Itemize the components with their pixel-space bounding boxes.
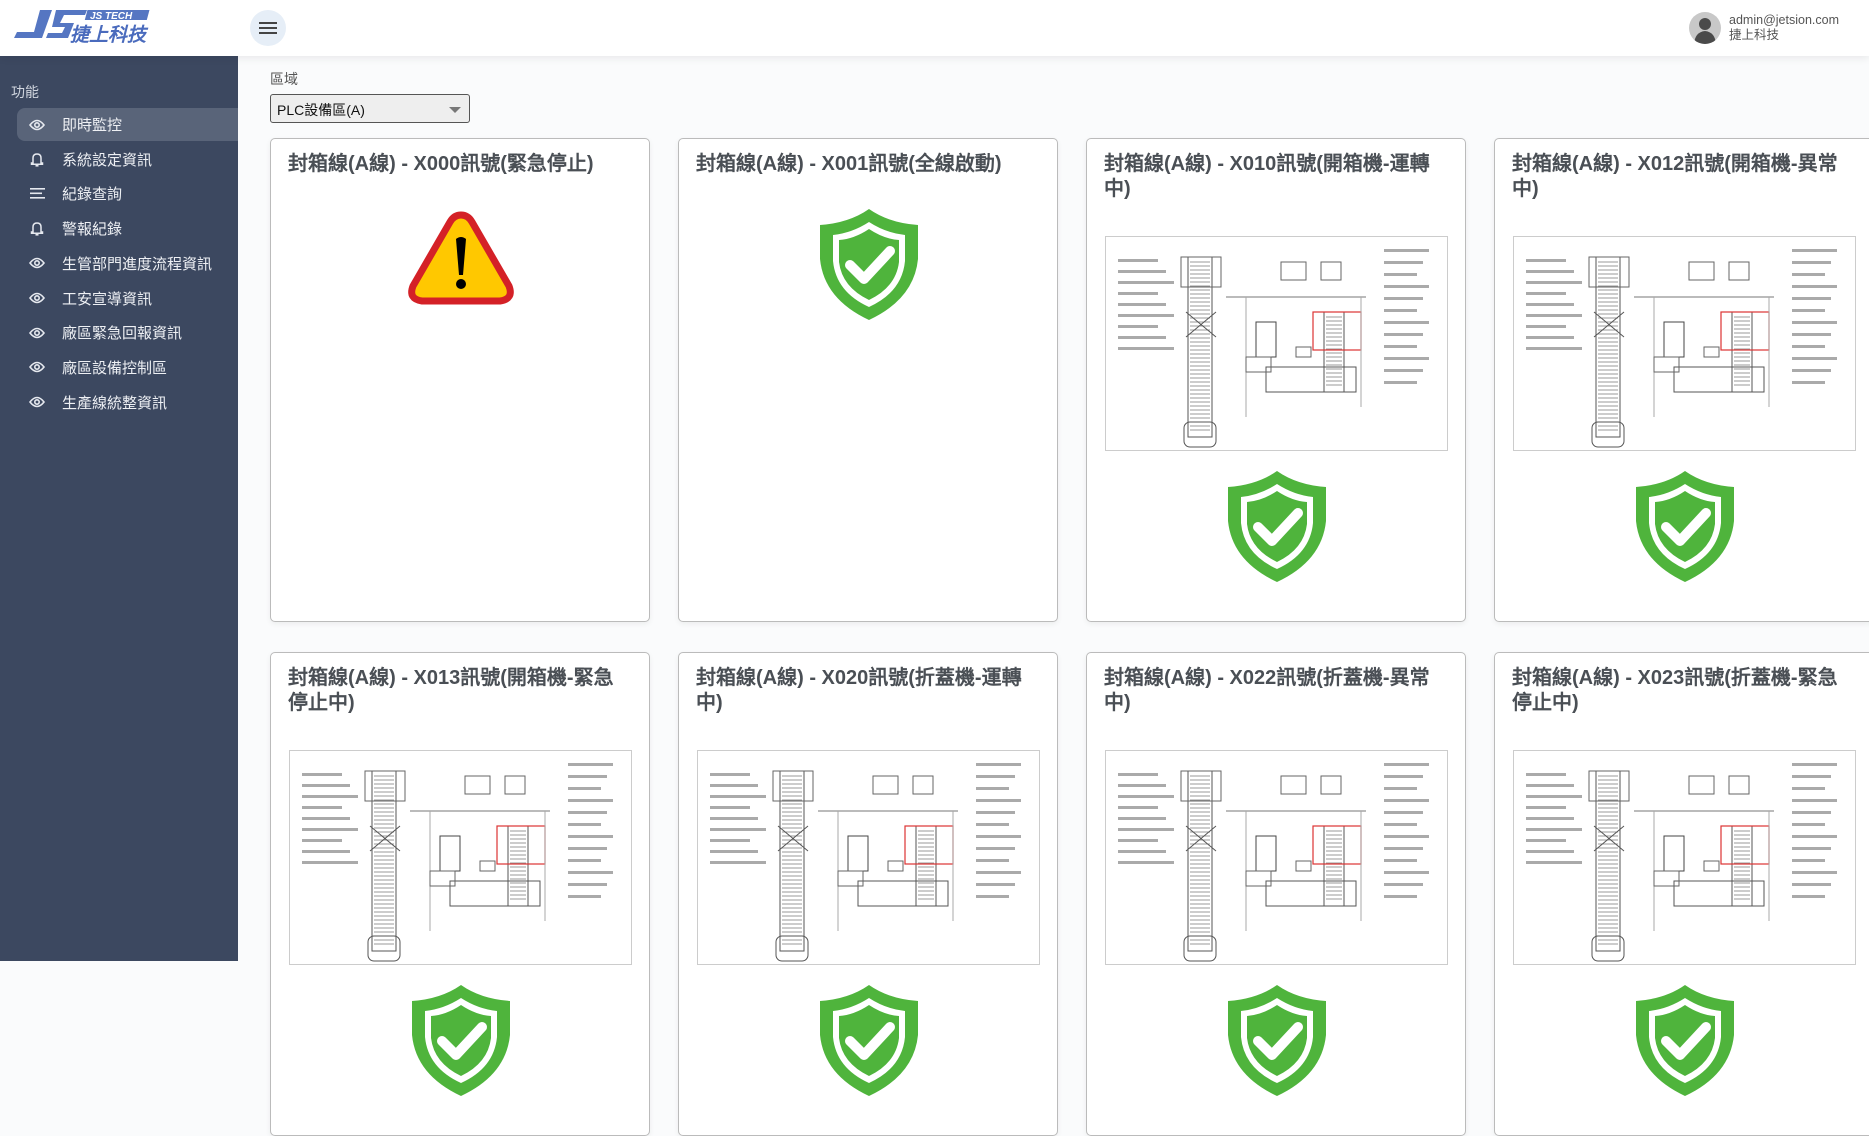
warning-icon — [406, 209, 516, 324]
signal-card[interactable]: 封箱線(A線) - X010訊號(開箱機-運轉中) — [1086, 138, 1466, 622]
card-title: 封箱線(A線) - X013訊號(開箱機-緊急停止中) — [288, 667, 614, 714]
sidebar-section-title: 功能 — [11, 84, 39, 100]
shield-check-icon — [814, 207, 924, 322]
sidebar-item-label: 廠區設備控制區 — [62, 359, 168, 377]
card-title: 封箱線(A線) - X010訊號(開箱機-運轉中) — [1104, 153, 1430, 200]
list-icon — [27, 184, 47, 204]
eye-icon — [27, 253, 47, 273]
main-content: 區域 PLC設備區(A) 封箱線(A線) - X000訊號(緊急停止) 封箱線(A… — [238, 56, 1869, 1136]
sidebar-item-label: 生管部門進度流程資訊 — [62, 255, 213, 273]
signal-card[interactable]: 封箱線(A線) - X022訊號(折蓋機-異常中) — [1086, 652, 1466, 1136]
bell-icon — [27, 219, 47, 239]
card-title: 封箱線(A線) - X023訊號(折蓋機-緊急停止中) — [1512, 667, 1838, 714]
sidebar: 功能 即時監控系統設定資訊紀錄查詢警報紀錄生管部門進度流程資訊工安宣導資訊廠區緊… — [0, 56, 238, 961]
sidebar-item-5[interactable]: 工安宣導資訊 — [17, 282, 238, 315]
eye-icon — [27, 323, 47, 343]
line-layout-diagram — [1513, 236, 1856, 451]
signal-card[interactable]: 封箱線(A線) - X020訊號(折蓋機-運轉中) — [678, 652, 1058, 1136]
line-layout-diagram — [1105, 750, 1448, 965]
company-logo[interactable]: JS TECH 捷上科技 — [12, 8, 152, 44]
sidebar-item-label: 即時監控 — [62, 117, 123, 134]
card-title: 封箱線(A線) - X000訊號(緊急停止) — [288, 153, 594, 175]
user-company: 捷上科技 — [1729, 28, 1780, 42]
sidebar-item-label: 紀錄查詢 — [62, 186, 123, 204]
shield-check-icon — [1222, 469, 1332, 584]
line-layout-diagram — [289, 750, 632, 965]
bell-icon — [27, 149, 47, 169]
sidebar-item-3[interactable]: 警報紀錄 — [17, 212, 238, 245]
sidebar-item-label: 系統設定資訊 — [62, 151, 153, 169]
user-email: admin@jetsion.com — [1729, 13, 1839, 27]
menu-toggle-button[interactable] — [250, 10, 286, 46]
line-layout-diagram — [1105, 236, 1448, 451]
area-select-value: PLC設備區(A) — [277, 102, 365, 118]
top-header: JS TECH 捷上科技 admin@jetsion.com 捷上科技 — [0, 0, 1869, 56]
signal-card[interactable]: 封箱線(A線) - X012訊號(開箱機-異常中) — [1494, 138, 1869, 622]
hamburger-icon — [259, 22, 277, 34]
sidebar-item-8[interactable]: 生產線統整資訊 — [17, 386, 238, 419]
signal-card[interactable]: 封箱線(A線) - X001訊號(全線啟動) — [678, 138, 1058, 622]
card-title: 封箱線(A線) - X012訊號(開箱機-異常中) — [1512, 153, 1838, 200]
line-layout-diagram — [1513, 750, 1856, 965]
shield-check-icon — [814, 983, 924, 1098]
shield-check-icon — [1222, 983, 1332, 1098]
signal-card[interactable]: 封箱線(A線) - X023訊號(折蓋機-緊急停止中) — [1494, 652, 1869, 1136]
signal-card[interactable]: 封箱線(A線) - X013訊號(開箱機-緊急停止中) — [270, 652, 650, 1136]
sidebar-item-0[interactable]: 即時監控 — [17, 108, 238, 141]
sidebar-item-4[interactable]: 生管部門進度流程資訊 — [17, 247, 238, 280]
area-label: 區域 — [270, 71, 298, 87]
card-title: 封箱線(A線) - X020訊號(折蓋機-運轉中) — [696, 667, 1022, 714]
svg-text:捷上科技: 捷上科技 — [70, 24, 149, 44]
sidebar-item-label: 廠區緊急回報資訊 — [62, 325, 183, 343]
svg-text:JS TECH: JS TECH — [90, 11, 133, 22]
area-select[interactable]: PLC設備區(A) — [270, 94, 470, 123]
shield-check-icon — [1630, 983, 1740, 1098]
eye-icon — [27, 115, 47, 135]
eye-icon — [27, 288, 47, 308]
chevron-down-icon — [449, 107, 461, 113]
sidebar-item-2[interactable]: 紀錄查詢 — [17, 177, 238, 210]
sidebar-item-label: 警報紀錄 — [62, 221, 123, 239]
card-title: 封箱線(A線) - X022訊號(折蓋機-異常中) — [1104, 667, 1430, 714]
signal-card[interactable]: 封箱線(A線) - X000訊號(緊急停止) — [270, 138, 650, 622]
sidebar-item-6[interactable]: 廠區緊急回報資訊 — [17, 316, 238, 349]
card-title: 封箱線(A線) - X001訊號(全線啟動) — [696, 153, 1002, 175]
avatar — [1689, 12, 1722, 44]
sidebar-item-7[interactable]: 廠區設備控制區 — [17, 351, 238, 384]
sidebar-item-1[interactable]: 系統設定資訊 — [17, 143, 238, 176]
user-menu[interactable]: admin@jetsion.com 捷上科技 — [1689, 12, 1839, 44]
eye-icon — [27, 357, 47, 377]
shield-check-icon — [406, 983, 516, 1098]
eye-icon — [27, 392, 47, 412]
sidebar-item-label: 生產線統整資訊 — [62, 394, 168, 412]
sidebar-item-label: 工安宣導資訊 — [62, 290, 153, 308]
shield-check-icon — [1630, 469, 1740, 584]
line-layout-diagram — [697, 750, 1040, 965]
